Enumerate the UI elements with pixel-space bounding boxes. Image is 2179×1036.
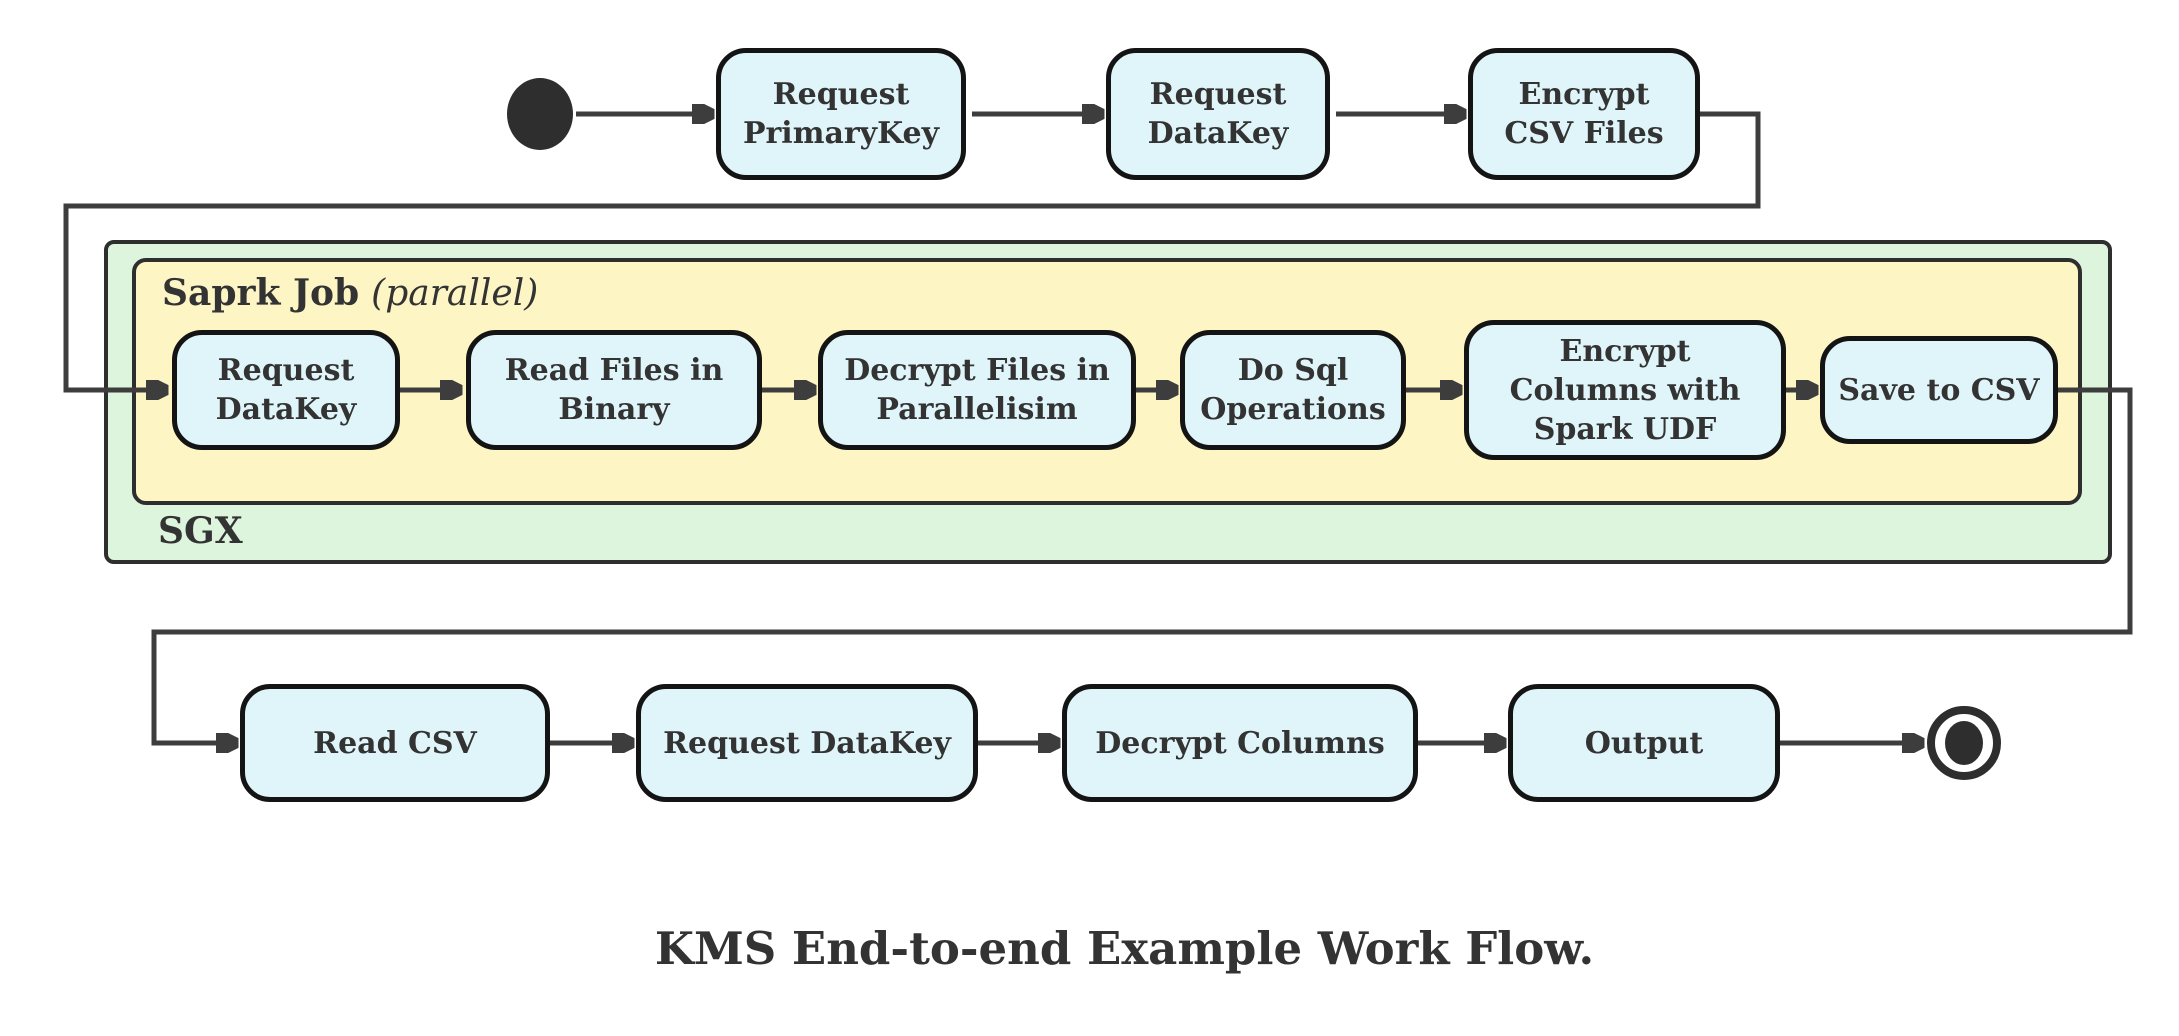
- node-save-to-csv: Save to CSV: [1820, 336, 2058, 444]
- node-decrypt-columns: Decrypt Columns: [1062, 684, 1418, 802]
- node-output: Output: [1508, 684, 1780, 802]
- sgx-label: SGX: [158, 510, 243, 552]
- spark-job-title: Saprk Job: [162, 272, 360, 314]
- spark-job-label: Saprk Job (parallel): [162, 272, 538, 314]
- node-read-csv: Read CSV: [240, 684, 550, 802]
- node-request-primarykey: Request PrimaryKey: [716, 48, 966, 180]
- final-state-node: [1927, 706, 2001, 780]
- node-encrypt-csv-files: Encrypt CSV Files: [1468, 48, 1700, 180]
- spark-job-qualifier: (parallel): [371, 273, 539, 314]
- node-request-datakey-spark: Request DataKey: [172, 330, 400, 450]
- final-state-inner-dot: [1945, 721, 1983, 765]
- initial-state-node: [507, 78, 573, 150]
- node-request-datakey-top: Request DataKey: [1106, 48, 1330, 180]
- node-request-datakey-bottom: Request DataKey: [636, 684, 978, 802]
- node-do-sql-operations: Do Sql Operations: [1180, 330, 1406, 450]
- node-decrypt-files-in-parallelisim: Decrypt Files in Parallelisim: [818, 330, 1136, 450]
- node-encrypt-columns-with-spark-udf: Encrypt Columns with Spark UDF: [1464, 320, 1786, 460]
- diagram-caption: KMS End-to-end Example Work Flow.: [654, 922, 1595, 975]
- node-read-files-in-binary: Read Files in Binary: [466, 330, 762, 450]
